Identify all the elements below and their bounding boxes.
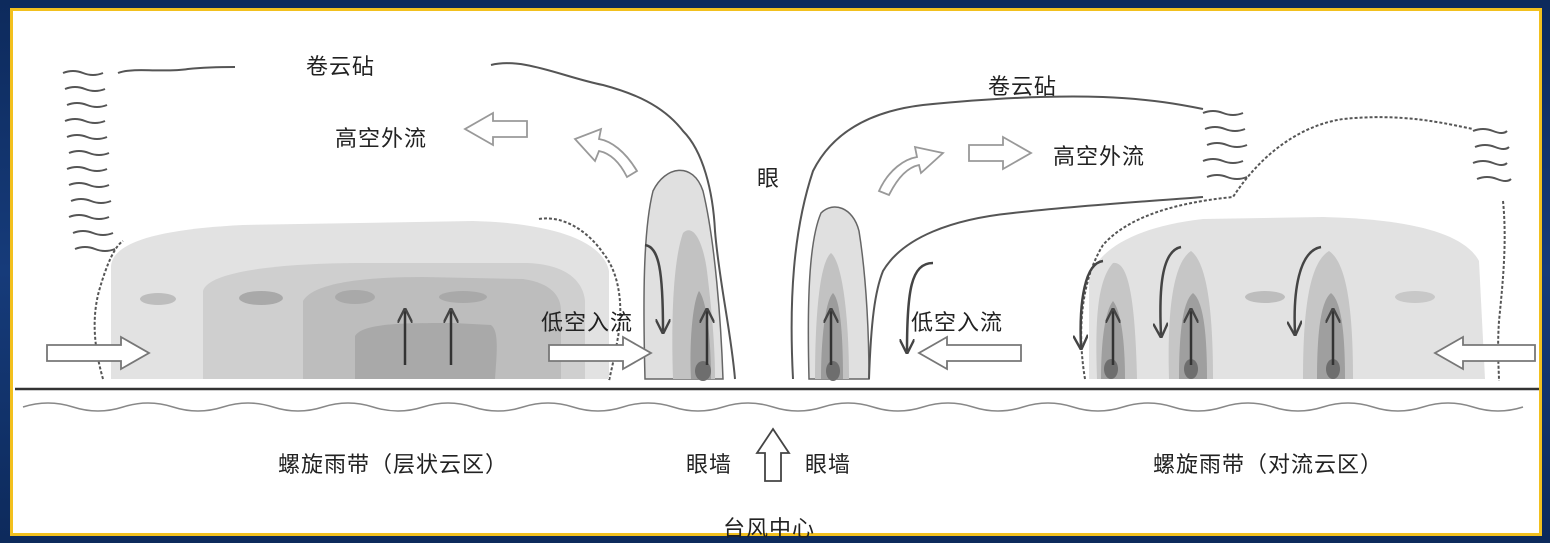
cirrus-anvil-right — [790, 95, 1204, 380]
label-outflow-right: 高空外流 — [1053, 145, 1146, 170]
center-arrow — [755, 427, 791, 482]
label-eyewall-left: 眼墙 — [686, 453, 733, 478]
typhoon-structure-diagram — [15, 62, 1539, 482]
eyewall-right — [807, 206, 870, 381]
label-cirrus-left: 卷云砧 — [306, 55, 376, 80]
cirrus-anvil-left — [117, 62, 736, 380]
updraft-arrows — [405, 311, 1333, 365]
stratiform-region — [111, 221, 609, 379]
label-outflow-left: 高空外流 — [335, 127, 428, 152]
outflow-arrows — [463, 111, 1033, 197]
label-eye: 眼 — [757, 167, 781, 192]
sea-waves — [22, 402, 1524, 412]
cirrus-strands-left — [62, 70, 116, 252]
cloud-outline-right — [1080, 116, 1506, 382]
downdraft-arrows — [644, 243, 1322, 351]
label-eyewall-right: 眼墙 — [805, 453, 852, 478]
diagram-frame: 卷云砧 卷云砧 高空外流 高空外流 眼 低空入流 低空入流 眼墙 眼墙 台风中心… — [10, 8, 1542, 542]
label-inflow-left: 低空入流 — [541, 311, 634, 336]
inflow-arrows — [46, 335, 1536, 371]
label-rainband-stratiform: 螺旋雨带（层状云区） — [278, 453, 509, 478]
cirrus-strands-right — [1202, 110, 1512, 182]
label-typhoon-center: 台风中心 — [723, 517, 816, 542]
label-inflow-right: 低空入流 — [911, 311, 1004, 336]
convective-region — [1089, 217, 1485, 379]
label-cirrus-right: 卷云砧 — [988, 75, 1058, 100]
label-rainband-convective: 螺旋雨带（对流云区） — [1153, 453, 1384, 478]
